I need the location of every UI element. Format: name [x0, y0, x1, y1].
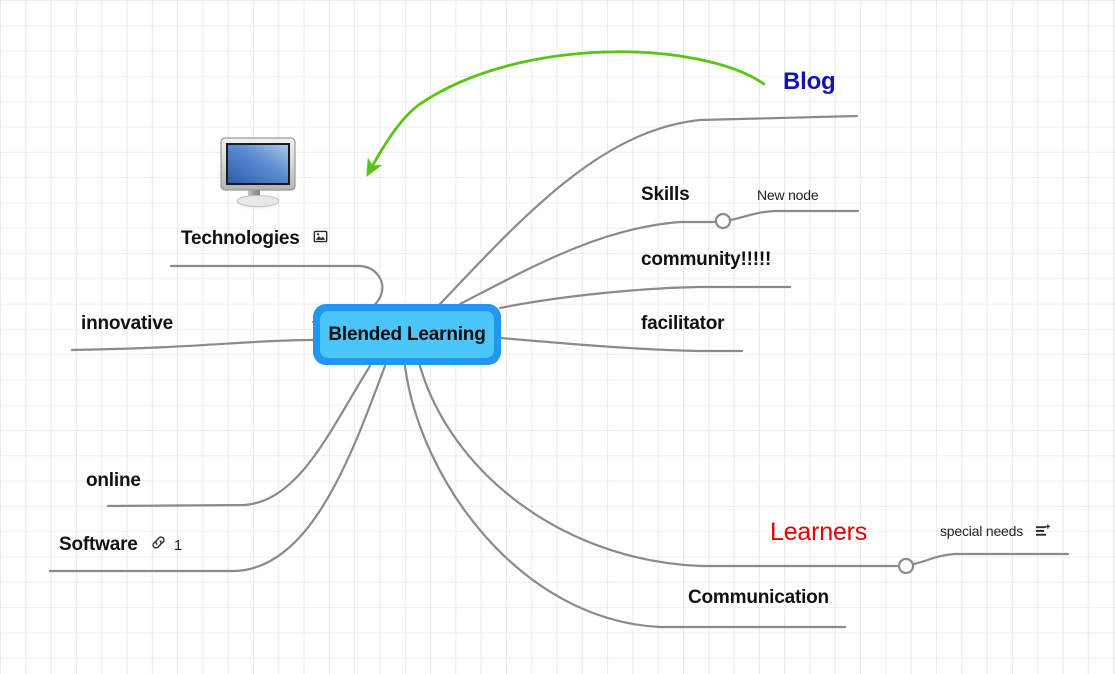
edge-new-node	[729, 209, 860, 222]
computer-monitor-image[interactable]	[218, 135, 298, 213]
node-blog-label: Blog	[783, 68, 836, 95]
node-special-needs-label: special needs	[940, 523, 1024, 539]
note-detail-icon[interactable]	[1035, 524, 1051, 541]
node-learners[interactable]: Learners	[770, 518, 867, 547]
node-software-label: Software	[59, 534, 138, 556]
node-special-needs[interactable]: special needs	[940, 523, 1051, 541]
node-community-label: community!!!!!	[641, 249, 772, 270]
node-innovative-label: innovative	[81, 313, 173, 334]
connector-dot-skills[interactable]	[714, 212, 732, 230]
node-skills[interactable]: Skills	[641, 184, 690, 206]
node-innovative[interactable]: innovative	[81, 313, 173, 335]
node-communication[interactable]: Communication	[688, 587, 829, 609]
central-node[interactable]: Blended Learning	[313, 304, 501, 365]
node-facilitator-label: facilitator	[641, 313, 725, 334]
node-learners-label: Learners	[770, 518, 868, 546]
edge-online	[106, 364, 372, 508]
node-technologies-label: Technologies	[181, 228, 300, 250]
node-communication-label: Communication	[688, 587, 829, 608]
link-icon[interactable]	[151, 534, 166, 556]
node-blog[interactable]: Blog	[783, 68, 836, 96]
edge-special-needs	[912, 552, 1070, 566]
node-facilitator[interactable]: facilitator	[641, 313, 725, 335]
node-new-node[interactable]: New node	[757, 187, 819, 203]
edge-blog	[438, 114, 859, 306]
edge-facilitator	[499, 336, 744, 353]
green-curved-arrow	[366, 50, 766, 177]
edge-innovative	[70, 338, 315, 352]
node-technologies[interactable]: Technologies	[181, 228, 328, 250]
central-node-label: Blended Learning	[320, 311, 494, 358]
node-software[interactable]: Software 1	[59, 534, 182, 556]
link-count: 1	[173, 536, 182, 554]
node-skills-label: Skills	[641, 184, 690, 205]
node-new-node-label: New node	[757, 187, 819, 203]
image-icon[interactable]	[313, 228, 328, 250]
connector-dot-learners[interactable]	[897, 557, 915, 575]
node-community[interactable]: community!!!!!	[641, 249, 771, 271]
edge-community	[498, 285, 792, 310]
node-online[interactable]: online	[86, 470, 141, 492]
node-online-label: online	[86, 470, 141, 491]
